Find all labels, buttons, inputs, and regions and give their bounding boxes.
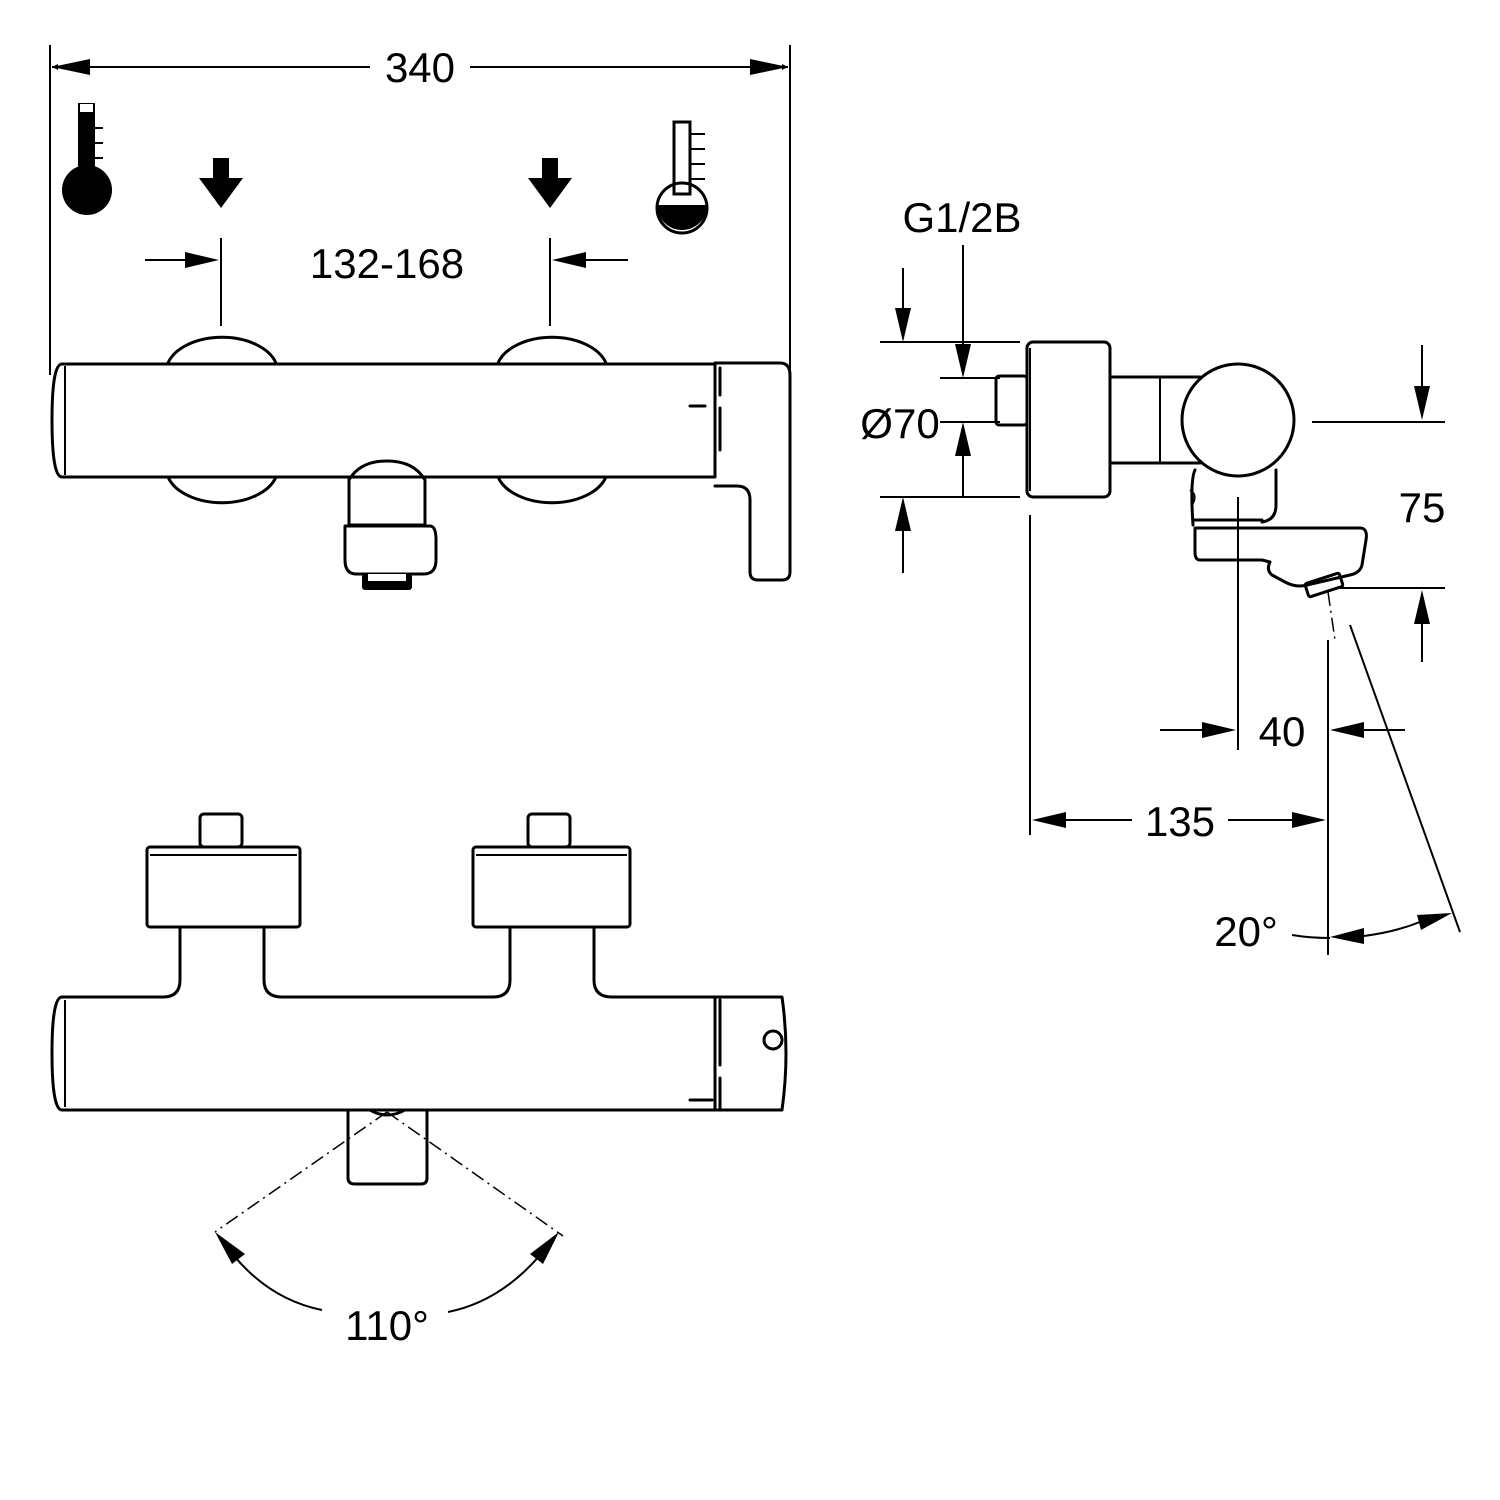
valve-right xyxy=(471,812,632,999)
spout-outlet-front xyxy=(343,459,438,590)
inlet-centers-label: 132-168 xyxy=(310,240,464,287)
dimension-spout-tilt: 20° xyxy=(1214,591,1461,955)
dimension-overall-width: 340 xyxy=(49,44,791,375)
dimension-projection: 135 xyxy=(1029,515,1329,955)
front-view: 340 xyxy=(49,44,792,590)
thermometer-cold-icon xyxy=(655,120,709,235)
dimension-spout-height: 75 xyxy=(1312,345,1445,662)
mixer-body-front xyxy=(50,362,717,479)
body-section-circle xyxy=(1180,362,1296,478)
side-view: G1/2B Ø70 xyxy=(860,194,1461,955)
dimension-spout-offset: 40 xyxy=(1160,497,1405,755)
top-view: 110° xyxy=(50,812,788,1349)
dimension-spout-swivel: 110° xyxy=(215,1232,559,1349)
connection-thread-label: G1/2B xyxy=(902,194,1021,241)
spout-height-label: 75 xyxy=(1399,484,1446,531)
dimension-body-diameter: Ø70 xyxy=(860,400,1020,573)
wall-connector-side xyxy=(994,340,1202,499)
mixer-body-top xyxy=(50,995,788,1112)
arrow-down-icon xyxy=(528,158,572,208)
projection-label: 135 xyxy=(1145,798,1215,845)
overall-width-label: 340 xyxy=(385,44,455,91)
spout-top xyxy=(346,1108,429,1186)
lever-handle xyxy=(688,361,792,582)
dimension-inlet-centers: 132-168 xyxy=(145,238,628,326)
dimension-connection-thread: G1/2B xyxy=(880,194,1022,379)
valve-left xyxy=(145,812,302,999)
thermometer-hot-icon xyxy=(62,103,112,215)
body-diameter-label: Ø70 xyxy=(860,400,939,447)
arrow-down-icon xyxy=(199,158,243,208)
spout-offset-label: 40 xyxy=(1259,708,1306,755)
spout-swivel-label: 110° xyxy=(345,1302,429,1349)
spout-tilt-label: 20° xyxy=(1214,908,1278,955)
spout-side xyxy=(1189,468,1368,599)
